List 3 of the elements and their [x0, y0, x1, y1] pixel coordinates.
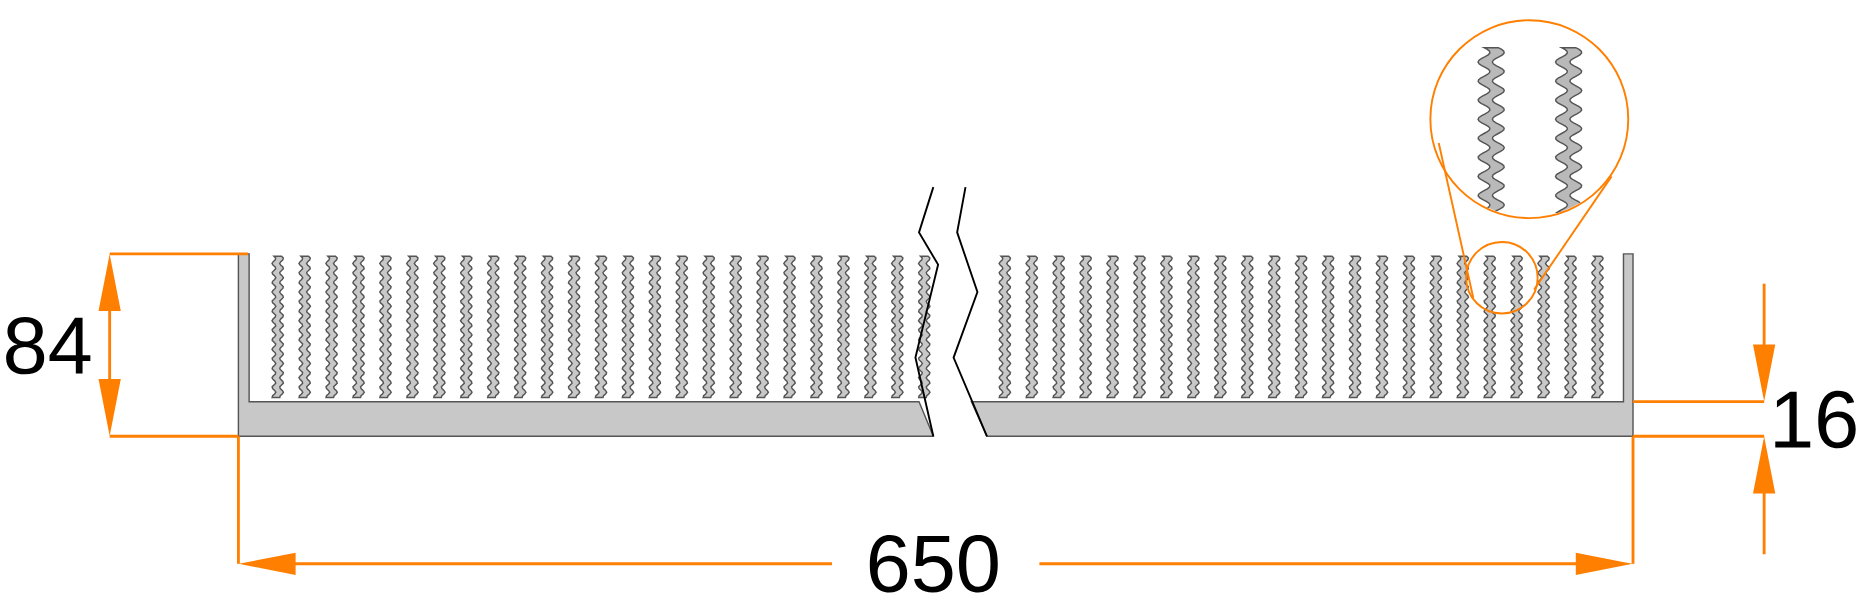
dimension-label: 16 — [1775, 390, 1856, 449]
dimension-label: 84 — [6, 316, 91, 375]
dimension-label: 650 — [869, 535, 998, 593]
